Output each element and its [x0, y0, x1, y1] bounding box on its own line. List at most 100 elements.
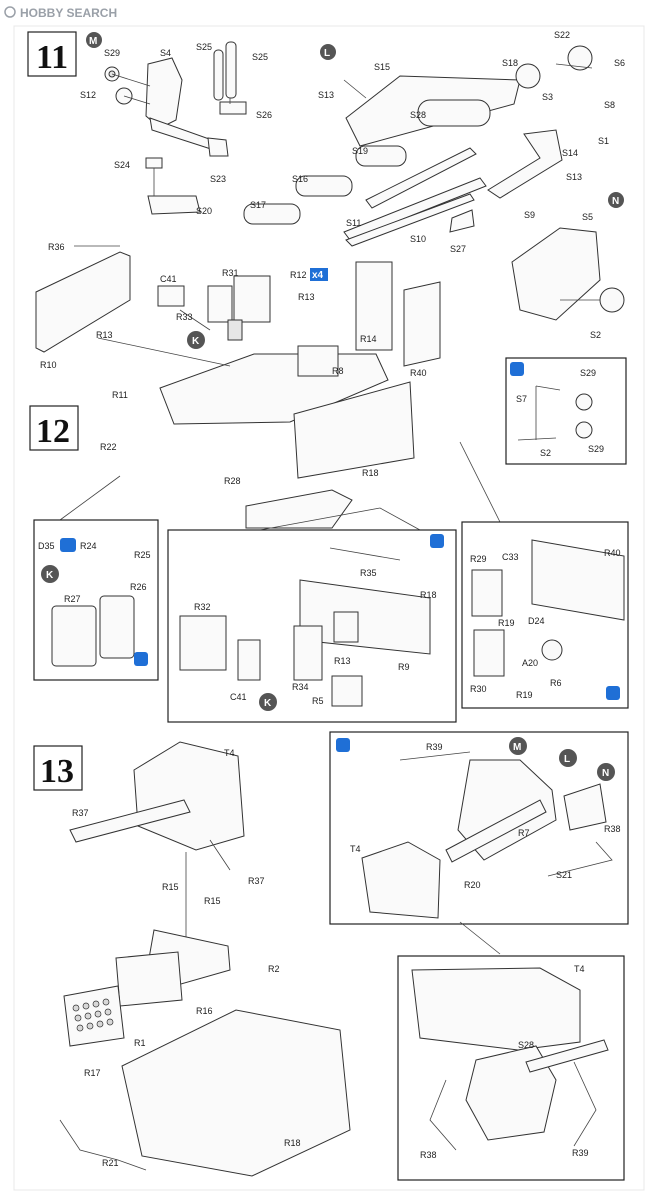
- label-S3: S3: [542, 92, 553, 102]
- label-S12: S12: [80, 90, 96, 100]
- b2-label-R9: R9: [398, 662, 410, 672]
- adhesive-icon: [510, 362, 524, 376]
- b5-label-T4: T4: [574, 964, 585, 974]
- label-R10: R10: [40, 360, 57, 370]
- b5-label-S28: S28: [518, 1040, 534, 1050]
- label-R17: R17: [84, 1068, 101, 1078]
- b2-label-R35: R35: [360, 568, 377, 578]
- b3-label-A20: A20: [522, 658, 538, 668]
- label-S25a: S25: [196, 42, 212, 52]
- b4-label-R38: R38: [604, 824, 621, 834]
- gun-shield-assembly: [69, 741, 245, 980]
- b3-label-R19a: R19: [498, 618, 515, 628]
- b5-label-R39: R39: [572, 1148, 589, 1158]
- inset-wheel: S7 S29 S2 S29: [505, 357, 627, 465]
- label-R40: R40: [410, 368, 427, 378]
- label-T4a: T4: [224, 748, 235, 758]
- ammo-rack-parts: [59, 929, 351, 1177]
- b5-label-R38: R38: [420, 1150, 437, 1160]
- label-R37a: R37: [72, 808, 89, 818]
- direction-icon: [60, 538, 76, 552]
- marker-l-icon: [320, 44, 336, 60]
- label-R16: R16: [196, 1006, 213, 1016]
- b3-label-R19b: R19: [516, 690, 533, 700]
- label-S6: S6: [614, 58, 625, 68]
- step-number: 13: [40, 753, 74, 790]
- b3-label-R30: R30: [470, 684, 487, 694]
- label-S29: S29: [104, 48, 120, 58]
- b4-label-R7: R7: [518, 828, 530, 838]
- label-S20: S20: [196, 206, 212, 216]
- b2-label-C41: C41: [230, 692, 247, 702]
- label-R22: R22: [100, 442, 117, 452]
- label-R15b: R15: [204, 896, 221, 906]
- label-R2: R2: [268, 964, 280, 974]
- watermark-text: HOBBY SEARCH: [20, 6, 117, 20]
- label-S18: S18: [502, 58, 518, 68]
- adhesive-icon: [134, 652, 148, 666]
- multiplier-text: x4: [312, 270, 324, 281]
- label-S13b: S13: [566, 172, 582, 182]
- marker-m-label: M: [89, 36, 97, 47]
- label-S2: S2: [590, 330, 601, 340]
- step-number-box: [29, 405, 79, 451]
- label-S22: S22: [554, 30, 570, 40]
- b2-label-R18: R18: [420, 590, 437, 600]
- b4-label-S21: S21: [556, 870, 572, 880]
- step-number-box: [27, 31, 77, 77]
- inset-gun-assembly: M L N R39 T4 R7 R38 R20 S21: [329, 731, 629, 925]
- label-S11: S11: [346, 218, 361, 228]
- watermark-icon: [4, 6, 16, 18]
- watermark: HOBBY SEARCH: [4, 6, 117, 20]
- page-border: [13, 25, 645, 1191]
- marker-l-label: L: [324, 48, 330, 59]
- inset-jerrycan: D35 R24 R25 K R27 R26: [33, 519, 159, 681]
- label-S13a: S13: [318, 90, 334, 100]
- barrel-cradle-parts: [243, 45, 593, 247]
- marker-k-icon: [259, 693, 277, 711]
- label-R18c: R18: [284, 1138, 301, 1148]
- b2-label-R34: R34: [292, 682, 309, 692]
- b1-label-R24: R24: [80, 541, 97, 551]
- marker-m-icon: [509, 737, 527, 755]
- label-R21: R21: [102, 1158, 119, 1168]
- adhesive-icon: [430, 534, 444, 548]
- label-S28: S28: [410, 110, 426, 120]
- multiplier-badge: [310, 268, 328, 281]
- label-R36: R36: [48, 242, 65, 252]
- inset-rear-view: T4 S28 R38 R39: [397, 955, 625, 1181]
- label-S16: S16: [292, 174, 308, 184]
- label-R13b: R13: [96, 330, 113, 340]
- inset-label-S2: S2: [540, 448, 551, 458]
- adhesive-icon: [606, 686, 620, 700]
- marker-k-label: K: [264, 698, 272, 709]
- marker-l-label: L: [564, 754, 570, 765]
- label-R33: R33: [176, 312, 193, 322]
- step-11: 11 M S29 S4 S25 S25 S12 S26 S24: [27, 30, 627, 529]
- label-S19: S19: [352, 146, 368, 156]
- label-R13a: R13: [298, 292, 315, 302]
- marker-k-label: K: [46, 570, 54, 581]
- marker-n-label: N: [602, 768, 609, 779]
- step-number: 11: [36, 39, 68, 76]
- b1-label-D35: D35: [38, 541, 55, 551]
- b3-label-R40: R40: [604, 548, 621, 558]
- b4-label-R39: R39: [426, 742, 443, 752]
- label-R1: R1: [134, 1038, 146, 1048]
- marker-m-label: M: [513, 742, 521, 753]
- marker-k-icon: [41, 565, 59, 583]
- gun-mount-parts: [104, 41, 247, 215]
- label-S26: S26: [256, 110, 272, 120]
- marker-n-icon: [608, 192, 624, 208]
- b2-label-R5: R5: [312, 696, 324, 706]
- marker-m-icon: [86, 32, 102, 48]
- b1-label-R26: R26: [130, 582, 147, 592]
- label-S17: S17: [250, 200, 266, 210]
- b3-label-R29: R29: [470, 554, 487, 564]
- step-number: 12: [36, 413, 70, 450]
- adhesive-icon: [336, 738, 350, 752]
- label-S15: S15: [374, 62, 390, 72]
- shield-s5-parts: [511, 227, 625, 321]
- label-R15a: R15: [162, 882, 179, 892]
